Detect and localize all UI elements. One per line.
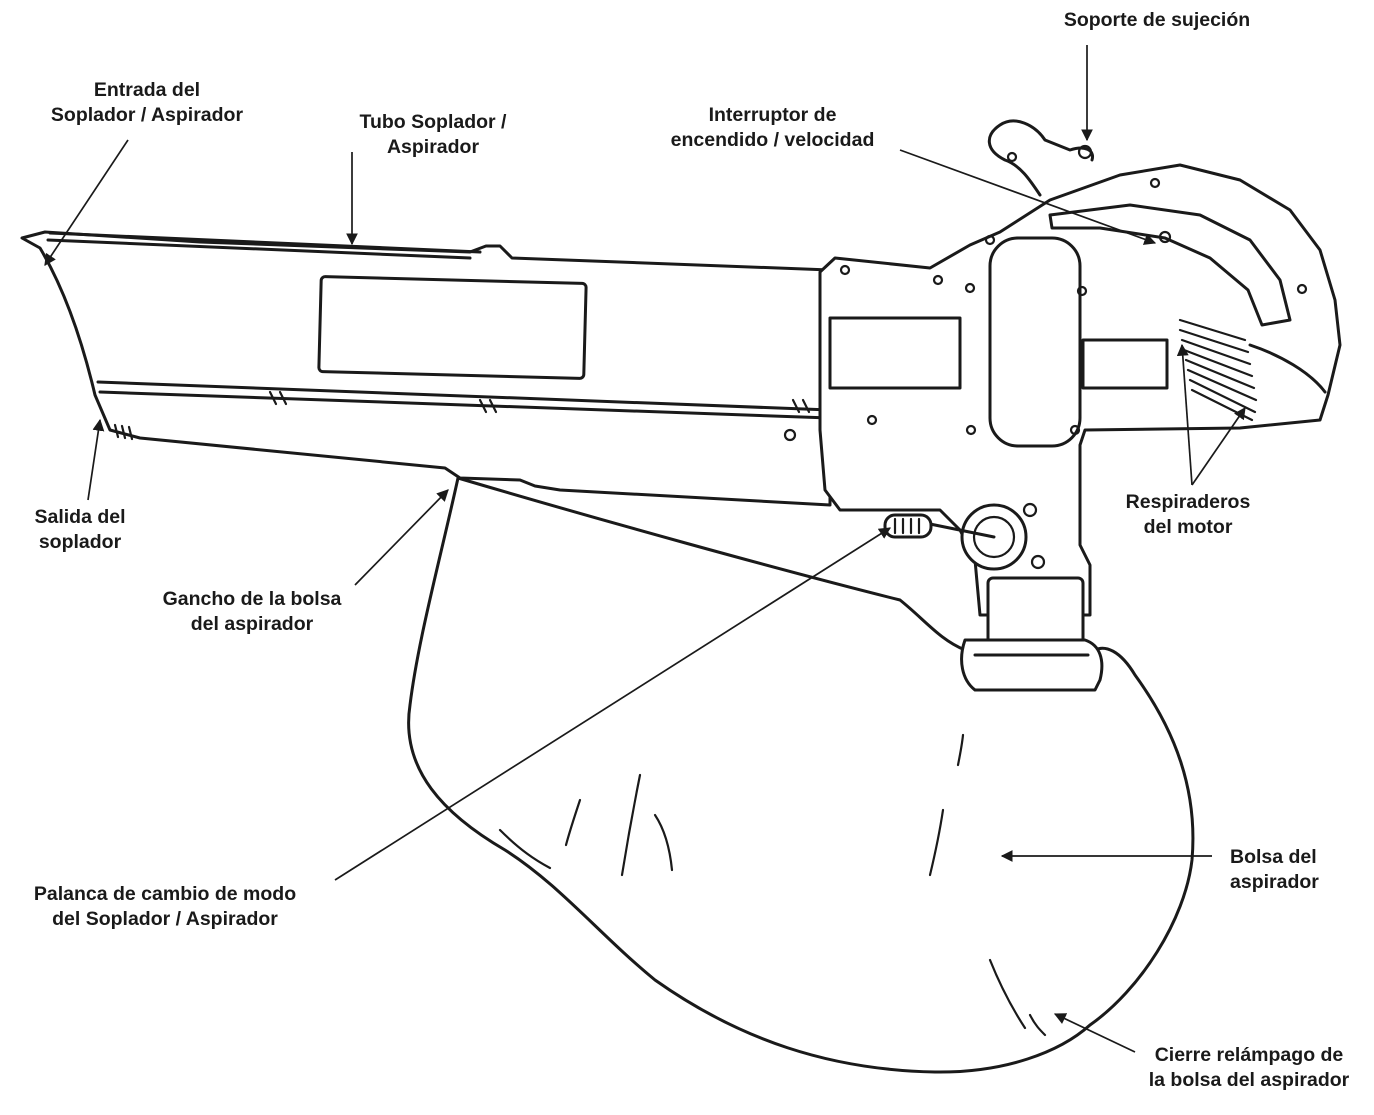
label-line: Respiraderos (1125, 491, 1251, 513)
label-interruptor: Interruptor de encendido / velocidad (645, 103, 900, 153)
label-tubo: Tubo Soplador / Aspirador (333, 110, 533, 160)
label-entrada: Entrada del Soplador / Aspirador (22, 78, 272, 128)
label-line: Soporte de sujeción (1063, 9, 1251, 31)
motor-housing (818, 119, 1342, 617)
label-line: la bolsa del aspirador (1148, 1069, 1350, 1091)
label-line: del Soplador / Aspirador (52, 908, 278, 930)
label-line: Bolsa del (1230, 846, 1317, 868)
label-line: encendido / velocidad (670, 129, 875, 151)
label-bolsa: Bolsa del aspirador (1230, 845, 1370, 895)
bag-collar (960, 576, 1104, 692)
label-line: del motor (1143, 516, 1233, 538)
label-line: Interruptor de (708, 104, 837, 126)
label-line: Palanca de cambio de modo (33, 883, 297, 905)
vacuum-bag (407, 476, 1195, 1074)
label-respiraderos: Respiraderos del motor (1098, 490, 1278, 540)
label-soporte-de-sujecion: Soporte de sujeción (1042, 8, 1272, 33)
label-salida: Salida del soplador (10, 505, 150, 555)
label-line: Entrada del (93, 79, 201, 101)
label-line: Cierre relámpago de (1154, 1044, 1344, 1066)
label-line: Tubo Soplador / (359, 111, 507, 133)
mode-lever (883, 502, 1046, 571)
label-line: Soplador / Aspirador (50, 104, 244, 126)
label-line: soplador (38, 531, 122, 553)
label-line: aspirador (1230, 871, 1319, 893)
label-line: Salida del (34, 506, 126, 528)
label-palanca: Palanca de cambio de modo del Soplador /… (0, 882, 330, 932)
label-line: Aspirador (386, 136, 480, 158)
leader-lines (44, 45, 1246, 1053)
label-line: Gancho de la bolsa (162, 588, 342, 610)
label-line: del aspirador (190, 613, 314, 635)
label-gancho: Gancho de la bolsa del aspirador (132, 587, 372, 637)
label-cierre: Cierre relámpago de la bolsa del aspirad… (1124, 1043, 1374, 1093)
blower-tube (20, 230, 832, 507)
